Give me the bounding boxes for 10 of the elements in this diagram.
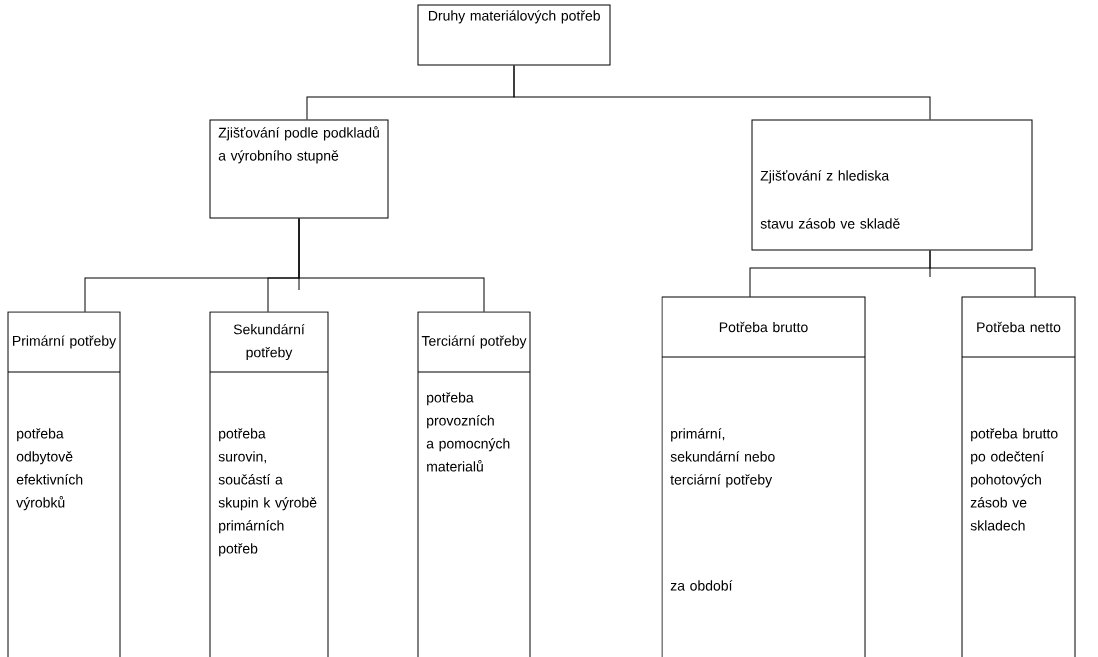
column-box: Potřeba brutto primární, sekundární nebo terciární potřeby za období [661,296,866,657]
connector-line [298,218,485,313]
box: Druhy materiálových potřeb [417,4,611,66]
column-box: Potřeba netto potřeba brutto po odečtení pohotových zásob ve skladech [961,296,1076,657]
column-box: Terciární potřeby potřeba provozních a pomocných materialů [417,311,531,657]
column-box: Primární potřeby potřeba odbytově efektivních výrobků [7,311,121,657]
column-box: Sekundární potřeby potřeba surovin, součástí a skupin k výrobě primárních potřeb [209,311,329,657]
box: Zjišťování podle podkladů a výrobního stupně [209,119,389,219]
connector-line [513,65,931,120]
box: Zjišťování z hlediska stavu zásob ve skladě [751,119,1033,251]
